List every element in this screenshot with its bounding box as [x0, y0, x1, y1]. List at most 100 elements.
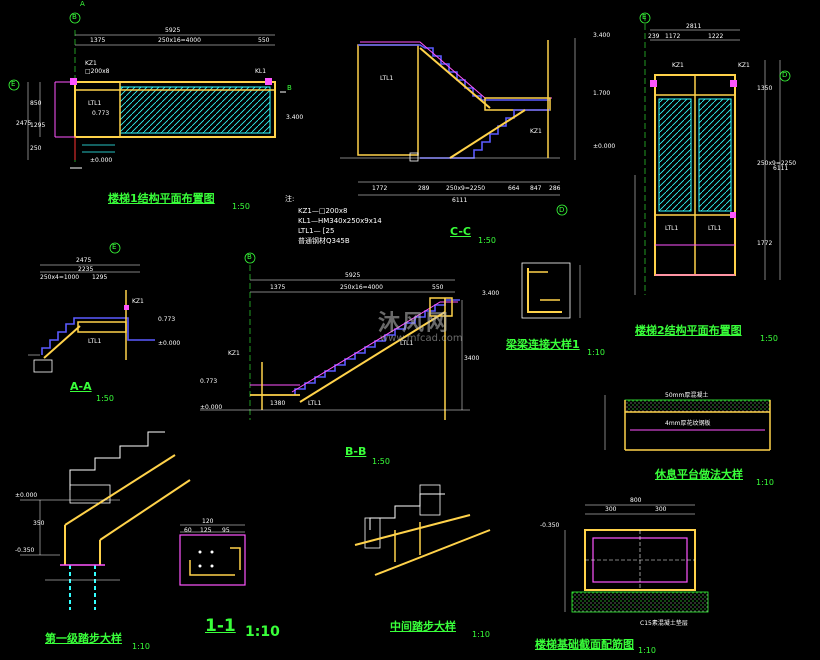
- level-label: 3.400: [482, 290, 500, 297]
- dim-label: 300: [655, 506, 667, 513]
- kz1-label: KZ1: [530, 128, 542, 135]
- kz1-label: KZ1: [132, 298, 144, 305]
- dim-label: 1772: [757, 240, 773, 247]
- aa-title: A-A: [70, 380, 92, 393]
- dim-label: 350: [33, 520, 45, 527]
- bb-scale: 1:50: [372, 457, 390, 466]
- ltl1-label: LTL1: [665, 225, 679, 232]
- kz1-label: KZ1: [738, 62, 750, 69]
- dim-label: 2235: [78, 266, 94, 273]
- dim-label: 3400: [464, 355, 480, 362]
- level-label: ±0.000: [200, 404, 223, 411]
- axis-marker: B: [72, 13, 77, 21]
- first-step-detail: [20, 431, 191, 610]
- axis-marker: D: [782, 71, 788, 79]
- stair1-plan-title: 楼梯1结构平面布置图: [108, 192, 215, 205]
- dim-label: 1380: [270, 400, 286, 407]
- mid-step-title: 中间踏步大样: [390, 620, 456, 633]
- level-label: ±0.000: [158, 340, 181, 347]
- dim-label: 120: [202, 518, 214, 525]
- stair1-plan-drawing: [8, 12, 286, 169]
- level-label: 3.400: [286, 114, 304, 121]
- level-label: 3.400: [593, 32, 611, 39]
- dim-label: 250x4=1000: [40, 274, 80, 281]
- bb-title: B-B: [345, 445, 367, 458]
- kz1-label: KZ1: [228, 350, 240, 357]
- level-label: ±0.000: [15, 492, 38, 499]
- landing-detail-scale: 1:10: [756, 478, 774, 487]
- beam-detail-title: 梁梁连接大样1: [506, 338, 580, 351]
- axis-marker: A: [80, 0, 85, 8]
- level-label: 1.700: [593, 90, 611, 97]
- dim-label: 300: [605, 506, 617, 513]
- cc-title: C-C: [450, 225, 471, 238]
- notes-heading: 注:: [285, 195, 295, 203]
- ltl1-label: LTL1: [708, 225, 722, 232]
- stair2-plan-drawing: [634, 12, 791, 295]
- kz1-label: KZ1: [672, 62, 684, 69]
- dim-label: 250: [30, 145, 42, 152]
- dim-label: 5925: [165, 27, 181, 34]
- axis-marker: E: [11, 80, 16, 88]
- dim-label: 847: [530, 185, 542, 192]
- dim-label: 664: [508, 185, 520, 192]
- dim-label: 250x16=4000: [158, 37, 201, 44]
- axis-marker: D: [559, 206, 565, 214]
- dim-label: 1222: [708, 33, 724, 40]
- axis-marker: E: [642, 13, 647, 21]
- dim-label: 1295: [30, 122, 46, 129]
- foundation-title: 楼梯基础截面配筋图: [535, 638, 634, 651]
- first-step-scale: 1:10: [132, 642, 150, 651]
- landing-detail-title: 休息平台做法大样: [655, 468, 743, 481]
- landing-detail: [604, 395, 771, 451]
- aa-section-drawing: [28, 242, 155, 373]
- dim-label: 550: [258, 37, 270, 44]
- ltl1-label: LTL1: [308, 400, 322, 407]
- stair1-plan-scale: 1:50: [232, 202, 250, 211]
- level-label: ±0.000: [593, 143, 616, 150]
- dim-label: 2811: [686, 23, 702, 30]
- note-line: KL1—HM340x250x9x14: [298, 217, 382, 225]
- dim-label: 1375: [270, 284, 286, 291]
- foundation-scale: 1:10: [638, 646, 656, 655]
- note-line: 普通钢材Q345B: [298, 237, 350, 245]
- cc-scale: 1:50: [478, 236, 496, 245]
- bb-section-drawing: [200, 252, 470, 420]
- dim-label: 1295: [92, 274, 108, 281]
- dim-label: 1375: [90, 37, 106, 44]
- level-label: -0.350: [15, 547, 35, 554]
- stair2-plan-title: 楼梯2结构平面布置图: [635, 324, 742, 337]
- dim-label: 1350: [757, 85, 773, 92]
- axis-marker: B: [247, 253, 252, 261]
- dim-label: 6111: [452, 197, 468, 204]
- section-1-1-title: 1-1: [205, 616, 236, 636]
- mid-step-scale: 1:10: [472, 630, 490, 639]
- section-1-1-detail: [179, 524, 246, 586]
- dim-label: 1772: [372, 185, 388, 192]
- dim-label: 5925: [345, 272, 361, 279]
- level-label: 0.773: [200, 378, 218, 385]
- aa-scale: 1:50: [96, 394, 114, 403]
- note-line: KZ1—□200x8: [298, 207, 348, 215]
- cc-section-drawing: [340, 38, 576, 216]
- dim-label: 60: [184, 527, 192, 534]
- stair2-plan-scale: 1:50: [760, 334, 778, 343]
- dim-label: 1172: [665, 33, 681, 40]
- dim-label: 800: [630, 497, 642, 504]
- dim-label: 250x16=4000: [340, 284, 383, 291]
- dim-label: 239: [648, 33, 660, 40]
- dim-label: 2475: [76, 257, 92, 264]
- watermark-brand: 沐风网: [378, 311, 451, 336]
- axis-marker: B: [287, 84, 292, 92]
- dim-label: 850: [30, 100, 42, 107]
- landing-note: 50mm厚混凝土: [665, 392, 709, 399]
- dim-label: 6111: [773, 165, 789, 172]
- kz1-label: KZ1: [85, 60, 97, 67]
- kz1-spec-label: □200x8: [85, 68, 110, 75]
- ltl1-label: LTL1: [88, 100, 102, 107]
- dim-label: 289: [418, 185, 430, 192]
- ltl1-label: LTL1: [380, 75, 394, 82]
- dim-label: 125: [200, 527, 212, 534]
- kl1-label: KL1: [255, 68, 267, 75]
